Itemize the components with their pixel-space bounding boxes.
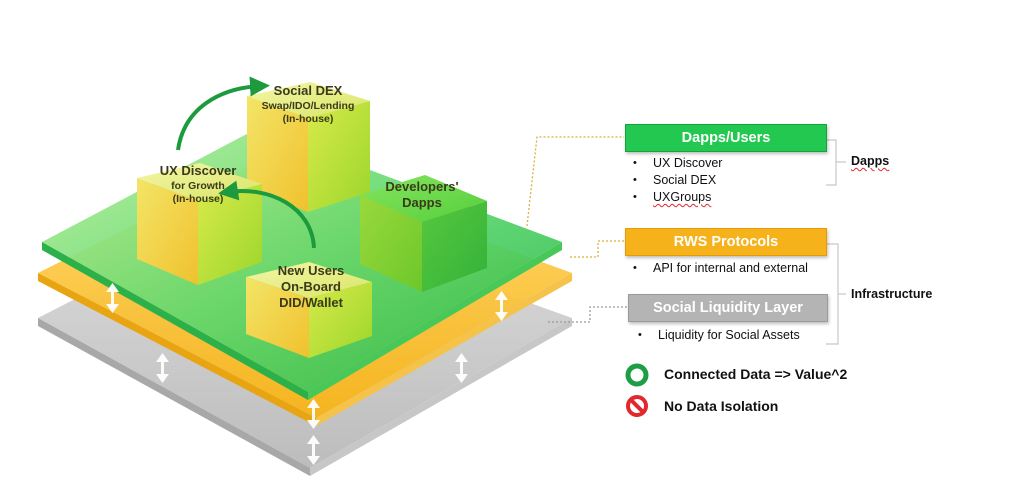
ux-discover-cube: UX Discover for Growth (In-house) [137, 163, 262, 285]
social-liquidity-label: Social Liquidity Layer [653, 300, 803, 316]
connector-lines [526, 136, 628, 323]
dapps-users-header: Dapps/Users [625, 124, 827, 152]
legend-connected-text: Connected Data => Value^2 [664, 366, 848, 382]
infrastructure-group-label: Infrastructure [851, 287, 933, 301]
dapps-users-label: Dapps/Users [681, 130, 771, 146]
connected-ring-icon [625, 363, 649, 387]
flow-arrow-ux-to-dex [176, 76, 270, 151]
list-item: UXGroups [625, 189, 722, 206]
updown-arrow-icon [156, 353, 169, 383]
layer-link-arrows [106, 283, 508, 465]
updown-arrow-icon [455, 353, 468, 383]
social-liquidity-header: Social Liquidity Layer [628, 294, 828, 322]
updown-arrow-icon [106, 283, 119, 313]
dapps-brace [826, 139, 837, 186]
rws-protocols-header: RWS Protocols [625, 228, 827, 256]
social-dex-cube: Social DEX Swap/IDO/Lending (In-house) [247, 82, 370, 212]
new-users-line3: DID/Wallet [279, 295, 343, 310]
social-liquidity-list: Liquidity for Social Assets [630, 327, 800, 344]
ux-discover-title: UX Discover [160, 163, 237, 178]
social-dex-line2: Swap/IDO/Lending [262, 100, 355, 112]
ux-discover-line3: (In-house) [173, 193, 224, 205]
list-item-text: API for internal and external [653, 261, 808, 275]
dapps-users-list: UX Discover Social DEX UXGroups [625, 155, 722, 206]
developers-dapps-line2: Dapps [402, 195, 442, 210]
developers-dapps-line1: Developers' [385, 179, 458, 194]
social-dex-title: Social DEX [274, 83, 343, 98]
brace-lines [826, 139, 846, 345]
dapps-group-text: Dapps [851, 154, 890, 168]
connector-gray [548, 306, 628, 323]
list-item-text: UX Discover [653, 156, 723, 170]
list-item: Liquidity for Social Assets [630, 327, 800, 344]
ux-discover-line2: for Growth [171, 180, 225, 192]
updown-arrow-icon [495, 291, 508, 321]
connector-green [526, 136, 624, 227]
developers-dapps-cube: Developers' Dapps [360, 175, 487, 292]
list-item: UX Discover [625, 155, 722, 172]
connector-orange [570, 240, 624, 258]
rws-protocols-list: API for internal and external [625, 260, 808, 277]
legend-isolation-text: No Data Isolation [664, 398, 779, 414]
list-item: API for internal and external [625, 260, 808, 277]
new-users-cube: New Users On-Board DID/Wallet [246, 262, 372, 358]
list-item: Social DEX [625, 172, 722, 189]
updown-arrow-icon [307, 435, 320, 465]
new-users-line1: New Users [278, 263, 344, 278]
list-item-text: Social DEX [653, 173, 717, 187]
list-item-text: UXGroups [653, 190, 712, 204]
list-item-text: Liquidity for Social Assets [658, 328, 800, 342]
flow-arrow-users-to-ux [218, 180, 316, 249]
social-dex-line3: (In-house) [283, 113, 334, 125]
no-entry-icon [626, 395, 648, 417]
updown-arrow-icon [307, 399, 320, 429]
new-users-line2: On-Board [281, 279, 341, 294]
dapps-group-label: Dapps [851, 154, 889, 168]
rws-protocols-label: RWS Protocols [673, 234, 779, 250]
